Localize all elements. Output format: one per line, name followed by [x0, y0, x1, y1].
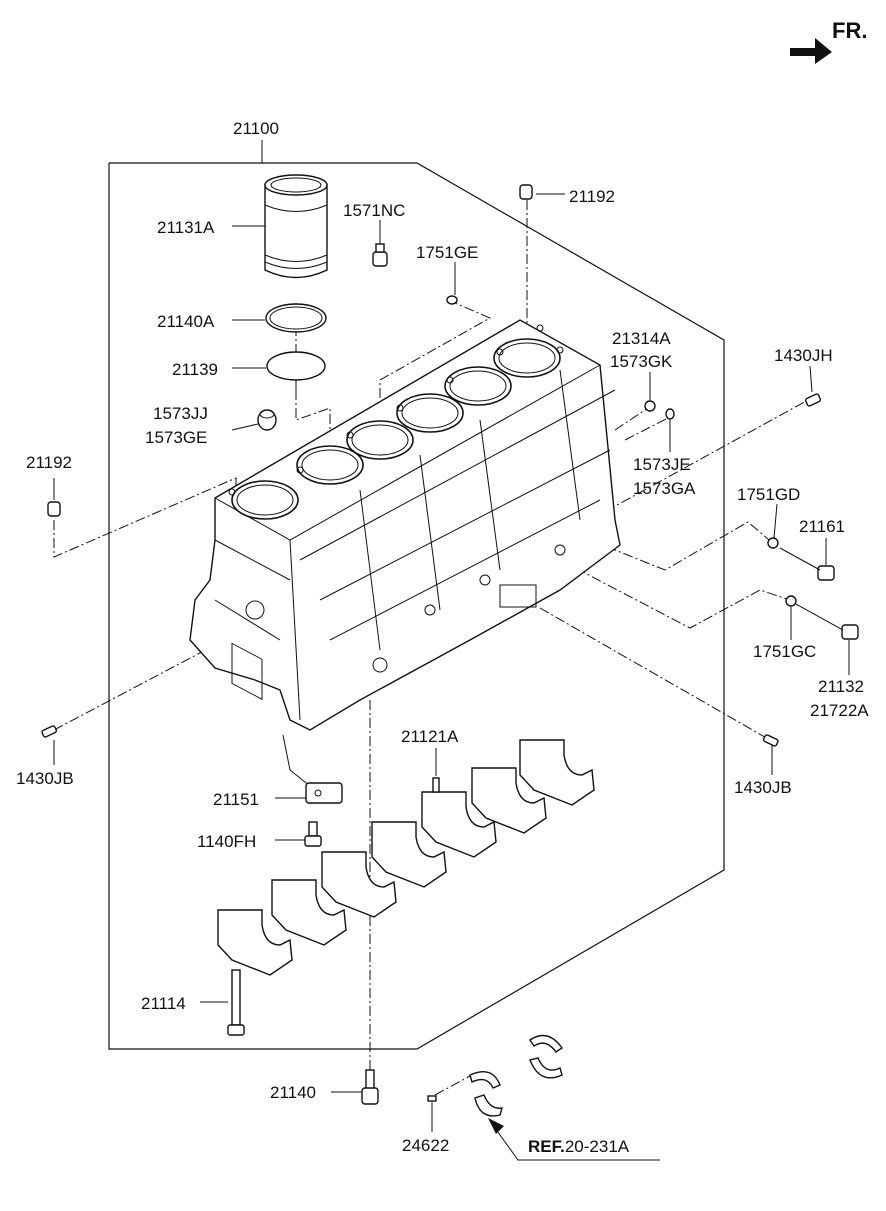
label-21314a: 21314A	[612, 329, 671, 348]
dowel-21192-top	[519, 184, 533, 200]
label-21100: 21100	[233, 119, 279, 138]
pin-1430jh	[804, 393, 822, 407]
front-direction-indicator: FR.	[790, 18, 867, 64]
washer-1751gc	[785, 595, 797, 607]
label-1430jh: 1430JH	[774, 346, 833, 365]
liner-ring-21139	[266, 351, 326, 381]
bolt-1140fh	[304, 821, 322, 847]
plug-21161	[817, 565, 835, 581]
label-1751gc: 1751GC	[753, 642, 816, 661]
label-1751ge: 1751GE	[416, 243, 478, 262]
reference-label: REF.20-231A	[528, 1137, 630, 1156]
plug-1571nc	[372, 243, 388, 267]
reference-arrow-icon	[488, 1118, 504, 1134]
label-1430jb-left: 1430JB	[16, 769, 74, 788]
front-label: FR.	[832, 18, 867, 43]
thrust-washers	[427, 1034, 563, 1117]
front-arrow-icon	[790, 38, 832, 64]
label-21192-left: 21192	[26, 453, 72, 472]
plug-1573jj	[257, 409, 277, 431]
label-21140a: 21140A	[157, 312, 215, 331]
washer-1751gd	[767, 537, 779, 549]
bolt-21140	[361, 1069, 379, 1105]
label-21140: 21140	[270, 1083, 316, 1102]
label-1573gk: 1573GK	[610, 352, 673, 371]
label-21121a: 21121A	[401, 727, 459, 746]
dowel-21192-left	[47, 501, 61, 517]
assembly-frame	[108, 162, 725, 1050]
label-1573ge: 1573GE	[145, 428, 207, 447]
label-24622: 24622	[402, 1136, 449, 1155]
main-bearing-caps	[217, 739, 595, 976]
main-cap-bolt-21114	[227, 969, 245, 1036]
reference-code: 20-231A	[565, 1137, 630, 1156]
label-21131a: 21131A	[157, 218, 215, 237]
pin-1430jb-left	[41, 725, 58, 738]
label-1573jj: 1573JJ	[153, 404, 208, 423]
reference-arrow	[488, 1118, 660, 1161]
oil-jet-21151	[282, 734, 343, 804]
reference-prefix: REF.	[528, 1137, 565, 1156]
label-21114: 21114	[141, 994, 186, 1013]
label-1430jb-right: 1430JB	[734, 778, 792, 797]
label-21161: 21161	[799, 517, 845, 536]
washer-1751ge	[446, 295, 458, 305]
cylinder-liner-21131a	[264, 174, 328, 279]
label-1571nc: 1571NC	[343, 201, 405, 220]
label-21139: 21139	[172, 360, 218, 379]
label-21151: 21151	[213, 790, 259, 809]
part-labels: 21100 21192 21131A 1571NC 1751GE 21140A …	[16, 119, 869, 1156]
plug-1573ga	[665, 408, 675, 420]
label-1751gd: 1751GD	[737, 485, 800, 504]
plug-1573gk	[644, 400, 656, 412]
liner-ring-21140a	[265, 303, 327, 333]
label-1140fh: 1140FH	[197, 832, 256, 851]
pin-1430jb-right	[762, 734, 779, 747]
plug-21132	[841, 624, 859, 640]
label-21132: 21132	[818, 677, 864, 696]
cylinder-block-21100	[189, 319, 621, 731]
label-21192-top: 21192	[569, 187, 615, 206]
label-1573ga: 1573GA	[633, 479, 696, 498]
label-1573je: 1573JE	[633, 455, 691, 474]
label-21722a: 21722A	[810, 701, 869, 720]
leader-lines	[53, 193, 850, 1132]
